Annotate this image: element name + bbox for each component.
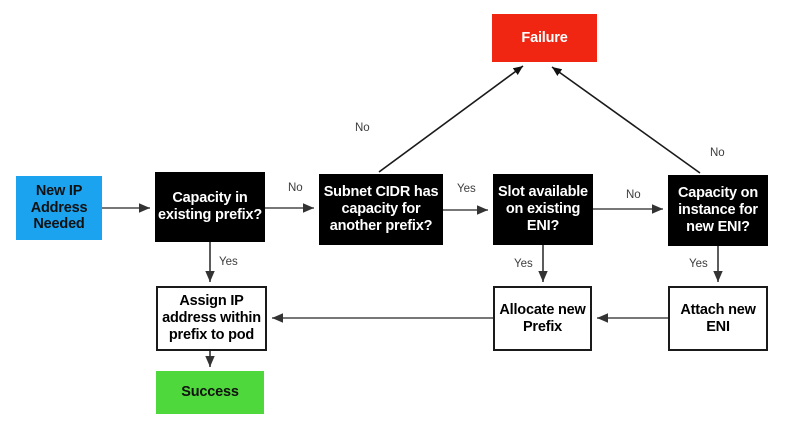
node-attach-new-eni[interactable]: Attach new ENI — [668, 286, 768, 351]
node-capacity-in-existing-prefix[interactable]: Capacity in existing prefix? — [155, 172, 265, 242]
node-allocate-new-prefix[interactable]: Allocate new Prefix — [493, 286, 592, 351]
edge-label-yes-subnet: Yes — [457, 183, 476, 195]
edge-label-no-instance: No — [710, 147, 725, 159]
edge-label-yes-instance: Yes — [689, 258, 708, 270]
edge-label-no-subnet: No — [355, 122, 370, 134]
edge-label-yes-capacity: Yes — [219, 256, 238, 268]
node-subnet-cidr-has-capacity[interactable]: Subnet CIDR has capacity for another pre… — [319, 174, 443, 245]
node-assign-ip-address-within-prefix[interactable]: Assign IP address within prefix to pod — [156, 286, 267, 351]
edge-instance-no-to-failure — [551, 66, 701, 174]
node-success[interactable]: Success — [156, 371, 264, 414]
edge-label-no-slot: No — [626, 189, 641, 201]
edge-subnet-no-to-failure — [378, 65, 524, 173]
node-new-ip-address-needed[interactable]: New IP Address Needed — [16, 176, 102, 240]
edge-label-no-capacity: No — [288, 182, 303, 194]
node-capacity-on-instance-for-new-eni[interactable]: Capacity on instance for new ENI? — [668, 175, 768, 246]
node-failure[interactable]: Failure — [492, 14, 597, 62]
node-slot-available-on-existing-eni[interactable]: Slot available on existing ENI? — [493, 174, 593, 245]
edge-label-yes-slot: Yes — [514, 258, 533, 270]
